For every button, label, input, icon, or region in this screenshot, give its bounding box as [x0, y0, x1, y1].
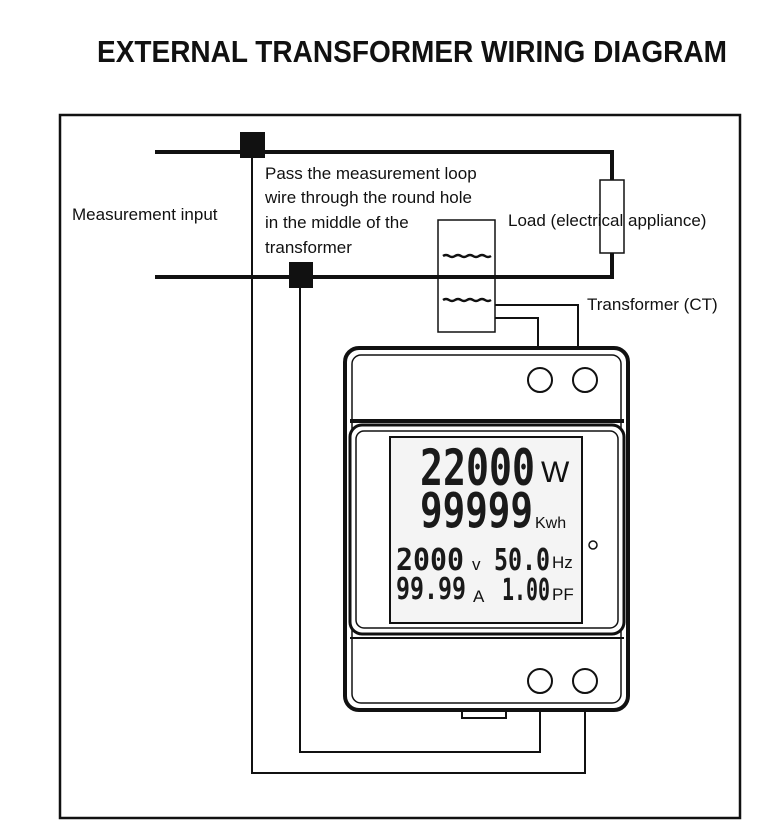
junction-node-top: [240, 132, 265, 158]
instruction-line: Pass the measurement loop: [265, 164, 477, 183]
power-unit: W: [541, 456, 570, 489]
junction-node-bottom: [289, 262, 313, 288]
load-resistor: [599, 179, 625, 254]
indicator-led: [588, 540, 598, 550]
voltage-unit: v: [472, 555, 481, 574]
voltage-leads: [251, 150, 586, 774]
current-reading: 99.99: [396, 572, 466, 607]
energy-unit: Kwh: [535, 515, 566, 532]
frequency-reading: 50.0: [494, 543, 550, 578]
load-label: Load (electrical appliance): [508, 211, 706, 230]
instruction-line: transformer: [265, 238, 352, 257]
terminal-screw: [572, 367, 598, 393]
current-transformer: [437, 219, 579, 360]
diagram-title: EXTERNAL TRANSFORMER WIRING DIAGRAM: [97, 34, 727, 69]
terminal-screw: [527, 668, 553, 694]
lcd-screen: [389, 436, 583, 624]
measurement-input-label: Measurement input: [72, 205, 218, 224]
voltage-reading: 2000: [396, 543, 464, 578]
terminal-screw: [527, 367, 553, 393]
energy-meter: 22000 W 99999 Kwh 2000 v 50.0 Hz 99.99 A…: [343, 346, 630, 719]
transformer-label: Transformer (CT): [587, 295, 718, 314]
terminal-screw: [572, 668, 598, 694]
outer-frame: [58, 113, 742, 820]
current-unit: A: [473, 587, 485, 606]
energy-reading: 99999: [420, 483, 533, 539]
instruction-line: in the middle of the: [265, 213, 409, 232]
instruction-line: wire through the round hole: [264, 188, 472, 207]
power-factor-unit: PF: [552, 585, 574, 604]
frequency-unit: Hz: [552, 553, 573, 572]
power-reading: 22000: [420, 439, 535, 497]
power-factor-reading: 1.00: [502, 573, 550, 608]
